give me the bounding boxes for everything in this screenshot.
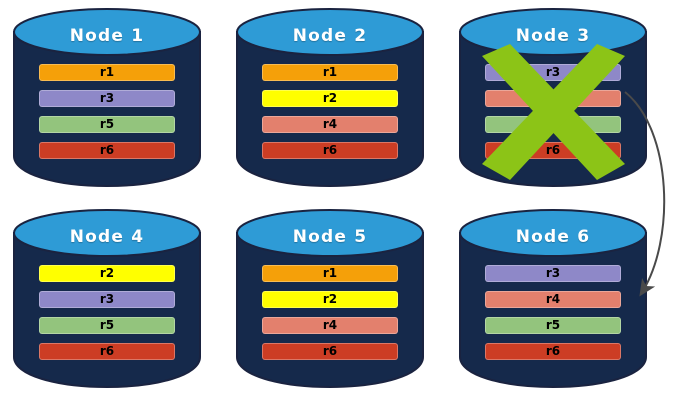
replica-r2[interactable]: r2	[39, 265, 175, 282]
replica-stack: r3 r4 r5 r6	[485, 265, 621, 369]
replica-r5[interactable]: r5	[39, 116, 175, 133]
replica-r6[interactable]: r6	[485, 343, 621, 360]
replica-r1[interactable]: r1	[262, 64, 398, 81]
replica-stack: r2 r3 r5 r6	[39, 265, 175, 369]
replica-r2[interactable]: r2	[262, 291, 398, 308]
replica-stack: r3 r4 r5 r6	[485, 64, 621, 168]
replica-r3[interactable]: r3	[39, 90, 175, 107]
cylinder-top	[459, 209, 647, 257]
replica-r1[interactable]: r1	[262, 265, 398, 282]
replica-stack: r1 r2 r4 r6	[262, 265, 398, 369]
cylinder-top	[13, 8, 201, 56]
replica-r3[interactable]: r3	[39, 291, 175, 308]
replica-r2[interactable]: r2	[262, 90, 398, 107]
cylinder-top	[236, 8, 424, 56]
replica-r6[interactable]: r6	[262, 343, 398, 360]
replica-stack: r1 r2 r4 r6	[262, 64, 398, 168]
replica-r6[interactable]: r6	[39, 142, 175, 159]
replica-r3[interactable]: r3	[485, 64, 621, 81]
replica-r5[interactable]: r5	[485, 317, 621, 334]
replica-r3[interactable]: r3	[485, 265, 621, 282]
replica-r1[interactable]: r1	[39, 64, 175, 81]
replica-r4[interactable]: r4	[262, 317, 398, 334]
replica-r5[interactable]: r5	[485, 116, 621, 133]
replica-r6[interactable]: r6	[485, 142, 621, 159]
replica-r4[interactable]: r4	[485, 291, 621, 308]
cylinder-top	[13, 209, 201, 257]
replica-stack: r1 r3 r5 r6	[39, 64, 175, 168]
replica-r5[interactable]: r5	[39, 317, 175, 334]
replica-r4[interactable]: r4	[485, 90, 621, 107]
cylinder-top	[459, 8, 647, 56]
replica-r6[interactable]: r6	[262, 142, 398, 159]
cylinder-top	[236, 209, 424, 257]
replica-r4[interactable]: r4	[262, 116, 398, 133]
replica-r6[interactable]: r6	[39, 343, 175, 360]
